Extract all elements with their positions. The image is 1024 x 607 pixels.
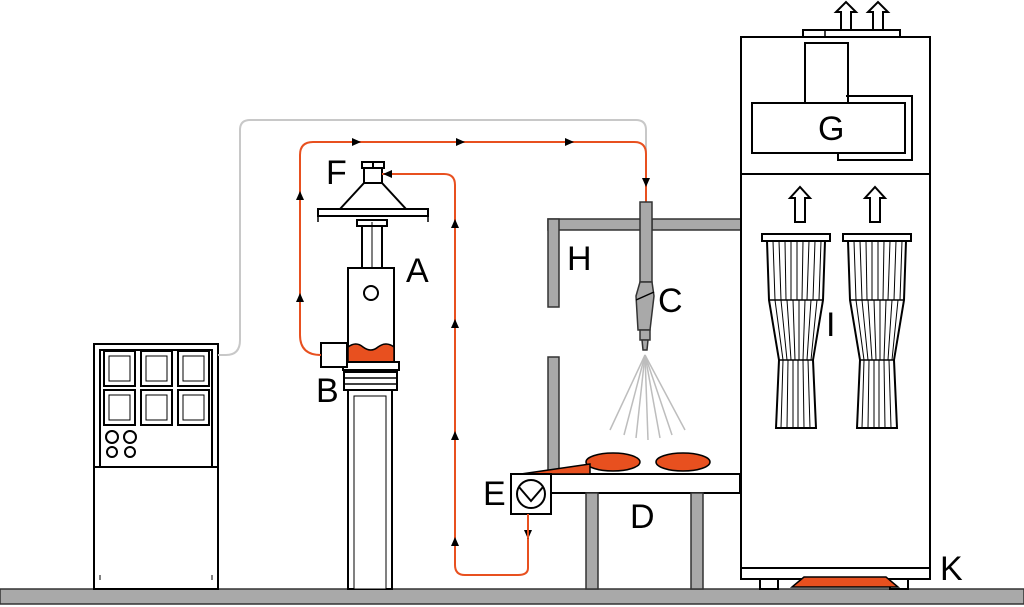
powder-feed-line — [299, 141, 647, 356]
control-cabinet — [93, 343, 219, 590]
powder-recovery-unit — [510, 473, 552, 538]
airflow-arrows — [787, 185, 888, 223]
floor — [0, 588, 1024, 605]
hopper-stand — [343, 371, 398, 590]
powder-container — [342, 267, 400, 371]
cabinet-display-panels — [103, 350, 210, 426]
flow-arrows — [296, 138, 650, 546]
powder-return-line — [382, 173, 529, 576]
powder-pump — [320, 342, 348, 368]
label-E: E — [483, 475, 506, 513]
label-C: C — [658, 282, 683, 320]
control-cable — [218, 119, 647, 356]
work-table — [520, 463, 741, 590]
workpiece-left — [585, 452, 641, 472]
spray-gun — [635, 201, 655, 351]
spray-pattern — [609, 354, 686, 441]
label-D: D — [630, 498, 655, 536]
exhaust-arrows — [833, 0, 891, 31]
workpiece-right — [655, 452, 711, 472]
fan-unit — [751, 42, 913, 161]
powder-in-container — [347, 343, 395, 363]
filter-cartridge-left — [761, 233, 831, 429]
filter-cartridge-right — [842, 233, 912, 429]
label-B: B — [316, 372, 339, 410]
cabinet-knobs — [105, 430, 137, 458]
label-I: I — [826, 306, 835, 344]
label-G: G — [818, 110, 844, 148]
label-K: K — [940, 550, 963, 588]
sieve — [317, 161, 429, 269]
label-F: F — [326, 154, 347, 192]
label-H: H — [567, 240, 592, 278]
label-A: A — [406, 252, 429, 290]
